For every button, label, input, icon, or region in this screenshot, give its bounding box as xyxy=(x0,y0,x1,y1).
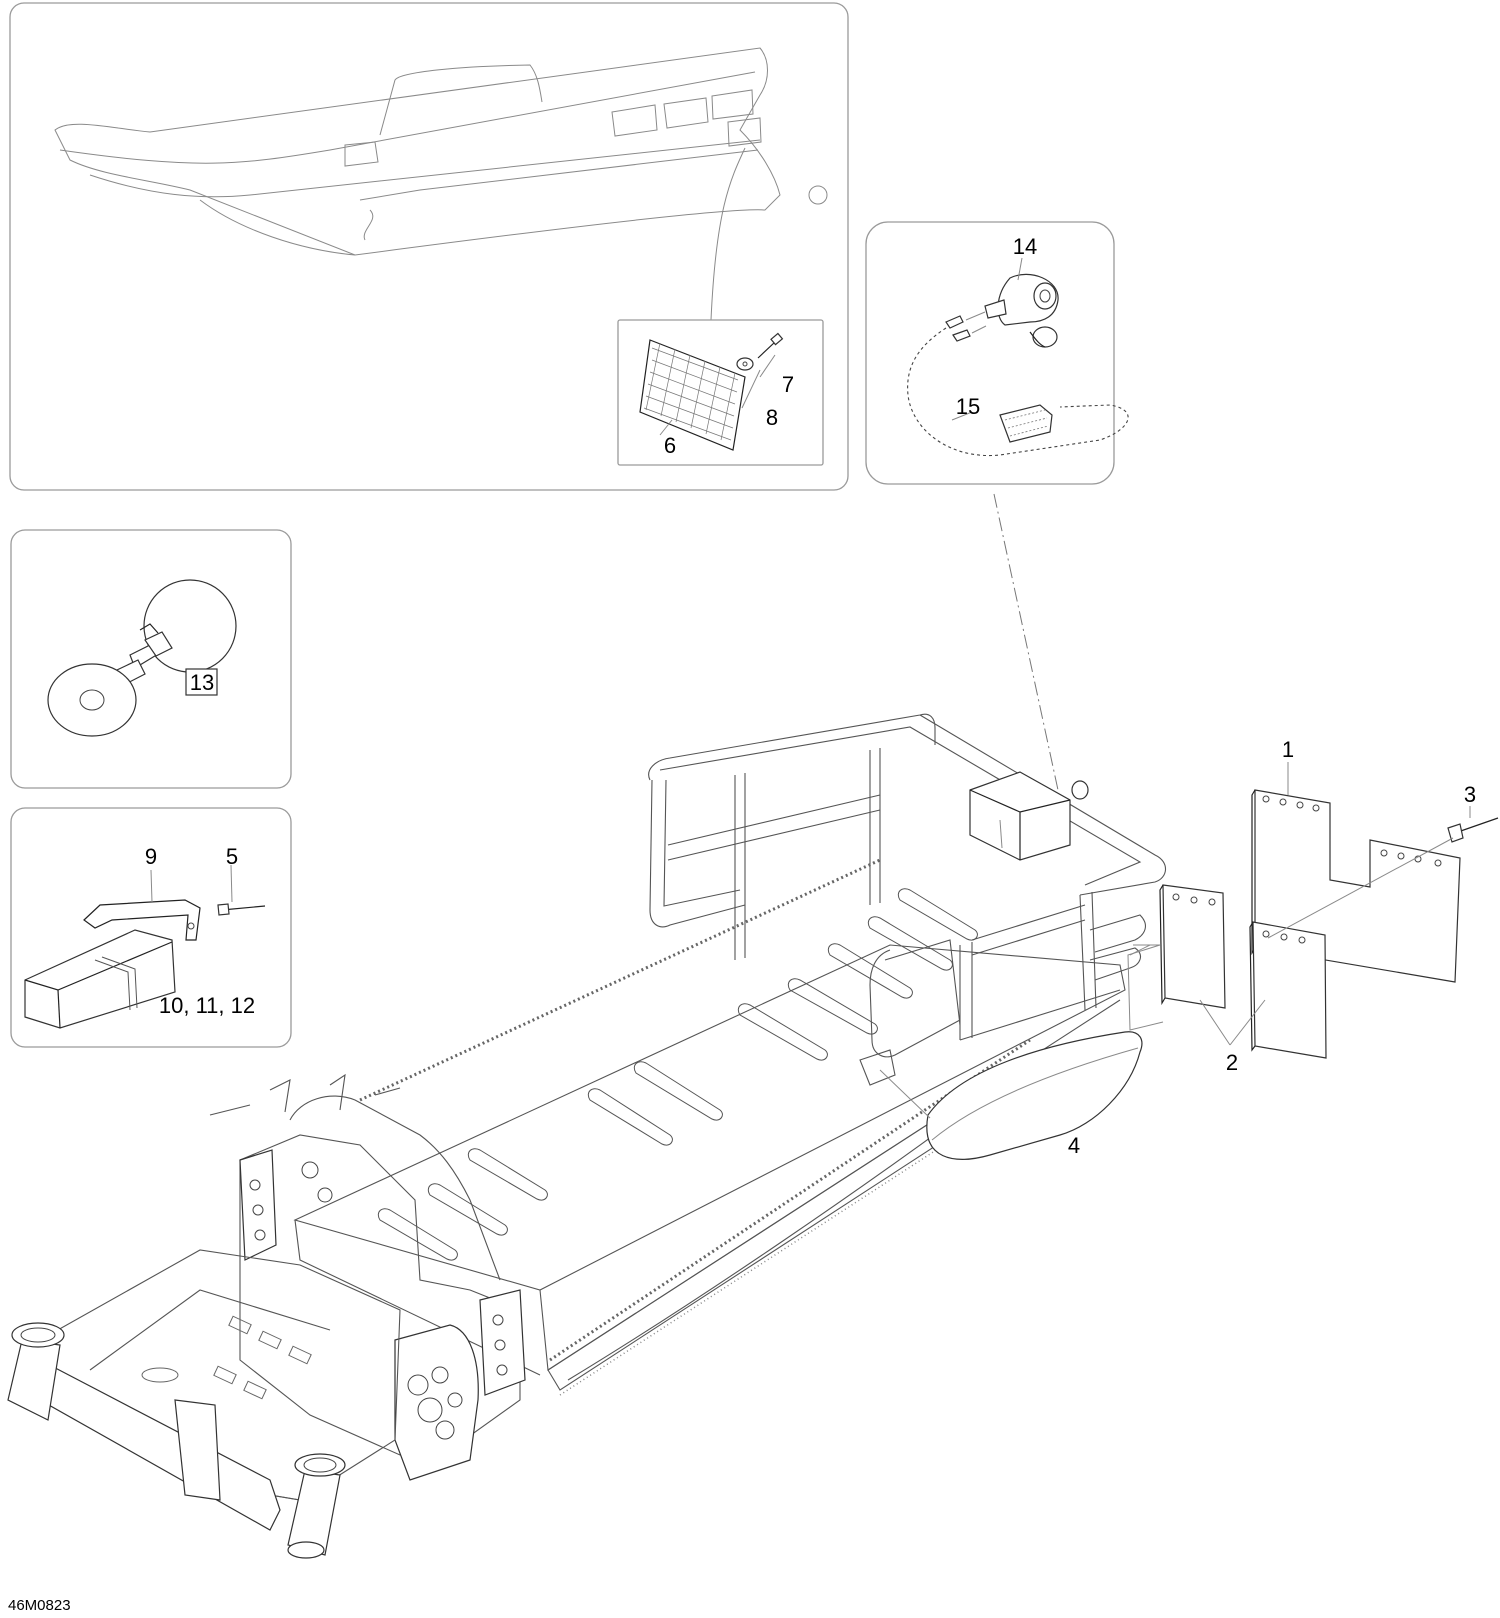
callout-3: 3 xyxy=(1464,782,1476,807)
snowmobile-frame xyxy=(7,713,1167,1559)
callout-14: 14 xyxy=(1013,234,1037,259)
figure-reference: 46M0823 xyxy=(8,1597,71,1614)
inset-seat-reflector: 6 7 8 xyxy=(9,2,849,491)
callout-15: 15 xyxy=(956,394,980,419)
inset-tether-cord: 14 15 xyxy=(865,221,1129,485)
callout-13: 13 xyxy=(190,670,214,695)
part-3-rivet: 3 xyxy=(1447,782,1499,843)
callout-7: 7 xyxy=(782,372,794,397)
callout-2: 2 xyxy=(1226,1050,1238,1075)
callout-8: 8 xyxy=(766,405,778,430)
callout-9: 9 xyxy=(145,844,157,869)
callout-6: 6 xyxy=(664,433,676,458)
callout-4: 4 xyxy=(1068,1133,1080,1158)
callout-10-11-12: 10, 11, 12 xyxy=(159,993,255,1018)
callout-1: 1 xyxy=(1282,737,1294,762)
callout-5: 5 xyxy=(226,844,238,869)
inset-horn: 13 xyxy=(10,529,292,789)
inset-cargo-box: 9 5 10, 11, 12 xyxy=(10,807,292,1048)
part-2-mudflaps: 2 xyxy=(1127,884,1327,1075)
part-4-side-panel: 4 xyxy=(879,1031,1143,1160)
